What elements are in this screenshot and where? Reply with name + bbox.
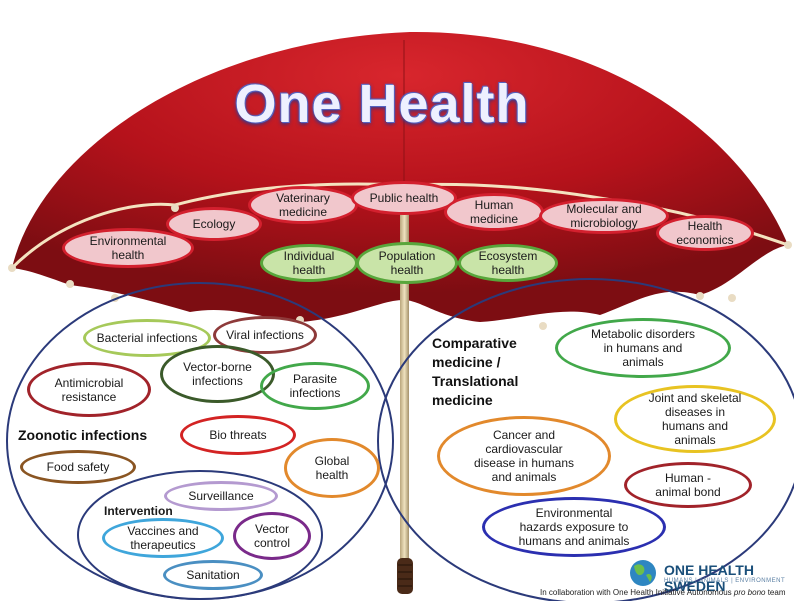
topic-cancer-cardiovascular: Cancer and cardiovascular disease in hum… — [437, 416, 611, 496]
topic-viral-infections: Viral infections — [213, 316, 317, 354]
umbrella-canopy — [12, 31, 788, 322]
discipline-health-economics: Health economics — [656, 215, 754, 251]
credit-prefix: In collaboration with One Health Initiat… — [540, 588, 734, 597]
discipline-molecular-microbiology: Molecular and microbiology — [539, 198, 669, 234]
level-population-health: Population health — [356, 242, 458, 284]
umbrella-pole — [400, 200, 409, 565]
comparative-medicine-heading: Comparative medicine / Translational med… — [432, 335, 519, 408]
intervention-vaccines: Vaccines and therapeutics — [102, 518, 224, 558]
discipline-human-medicine: Human medicine — [444, 193, 544, 231]
zoonotic-infections-heading: Zoonotic infections — [18, 426, 148, 443]
umbrella-handle — [397, 558, 413, 594]
level-ecosystem-health: Ecosystem health — [458, 244, 558, 282]
topic-vector-borne-infections: Vector-borne infections — [160, 345, 275, 403]
logo-name: ONE HEALTH SWEDEN — [664, 562, 754, 594]
topic-antimicrobial-resistance: Antimicrobial resistance — [27, 362, 151, 417]
topic-food-safety: Food safety — [20, 450, 136, 484]
topic-joint-skeletal-diseases: Joint and skeletal diseases in humans an… — [614, 385, 776, 453]
discipline-environmental-health: Environmental health — [62, 228, 194, 268]
credit-italic: pro bono — [733, 588, 766, 597]
comparative-circle — [377, 278, 794, 601]
discipline-veterinary-medicine: Vaterinary medicine — [248, 186, 358, 224]
collaboration-credit: In collaboration with One Health Initiat… — [540, 588, 786, 597]
logo-tagline: HUMANS | ANIMALS | ENVIRONMENT — [664, 578, 786, 584]
intervention-heading: Intervention — [104, 504, 173, 518]
topic-metabolic-disorders: Metabolic disorders in humans and animal… — [555, 318, 731, 378]
topic-human-animal-bond: Human - animal bond — [624, 462, 752, 508]
topic-parasite-infections: Parasite infections — [260, 362, 370, 410]
credit-suffix: team — [765, 588, 786, 597]
intervention-vector-control: Vector control — [233, 512, 311, 560]
topic-bacterial-infections: Bacterial infections — [83, 319, 211, 357]
diagram-title: One Health — [234, 74, 530, 134]
discipline-public-health: Public health — [351, 181, 457, 215]
intervention-sanitation: Sanitation — [163, 560, 263, 590]
level-individual-health: Individual health — [260, 244, 358, 282]
topic-bio-threats: Bio threats — [180, 415, 296, 455]
intervention-surveillance: Surveillance — [164, 481, 278, 511]
discipline-ecology: Ecology — [166, 207, 262, 241]
topic-environmental-hazards: Environmental hazards exposure to humans… — [482, 497, 666, 557]
topic-global-health: Global health — [284, 438, 380, 498]
